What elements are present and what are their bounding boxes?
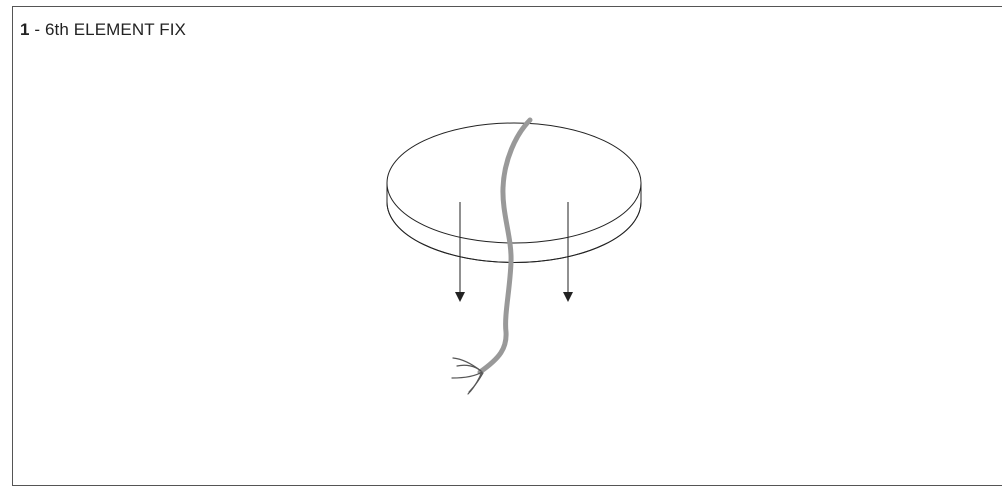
cable-wire-ends bbox=[452, 358, 483, 394]
